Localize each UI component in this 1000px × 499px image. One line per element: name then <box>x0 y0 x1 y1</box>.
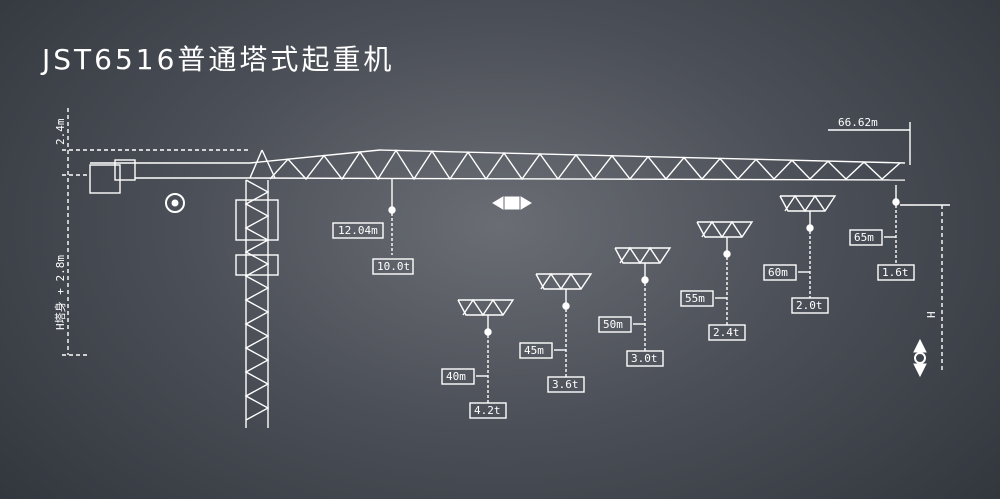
load-point-45m <box>519 272 593 393</box>
tip-load-label: 10.0t <box>377 260 410 273</box>
load-label: 2.4t <box>713 326 740 339</box>
load-point-65m <box>849 185 915 281</box>
load-point-55m <box>680 220 754 341</box>
radius-label: 60m <box>768 266 788 279</box>
page-title: JST6516普通塔式起重机 <box>42 43 395 76</box>
tip-radius-label: 12.04m <box>338 224 378 237</box>
below-jib-label: H塔身 + 2.8m <box>53 255 67 330</box>
radius-label: 50m <box>603 318 623 331</box>
load-point-40m <box>441 298 515 419</box>
hook-height-label: H <box>925 311 938 318</box>
hoist-up-icon <box>913 338 927 353</box>
load-point-60m <box>763 194 837 314</box>
radius-label: 65m <box>854 231 874 244</box>
load-label: 1.6t <box>882 266 909 279</box>
load-label: 4.2t <box>474 404 501 417</box>
trolley-left-icon <box>492 196 504 210</box>
load-label: 2.0t <box>796 299 823 312</box>
max-radius-label: 66.62m <box>838 116 878 129</box>
load-point-50m <box>598 246 672 367</box>
top-height-label: 2.4m <box>54 118 67 145</box>
rotate-icon <box>165 193 185 213</box>
hoist-down-icon <box>913 363 927 378</box>
load-label: 3.6t <box>552 378 579 391</box>
radius-label: 45m <box>524 344 544 357</box>
radius-label: 40m <box>446 370 466 383</box>
trolley-right-icon <box>520 196 532 210</box>
load-label: 3.0t <box>631 352 658 365</box>
radius-label: 55m <box>685 292 705 305</box>
